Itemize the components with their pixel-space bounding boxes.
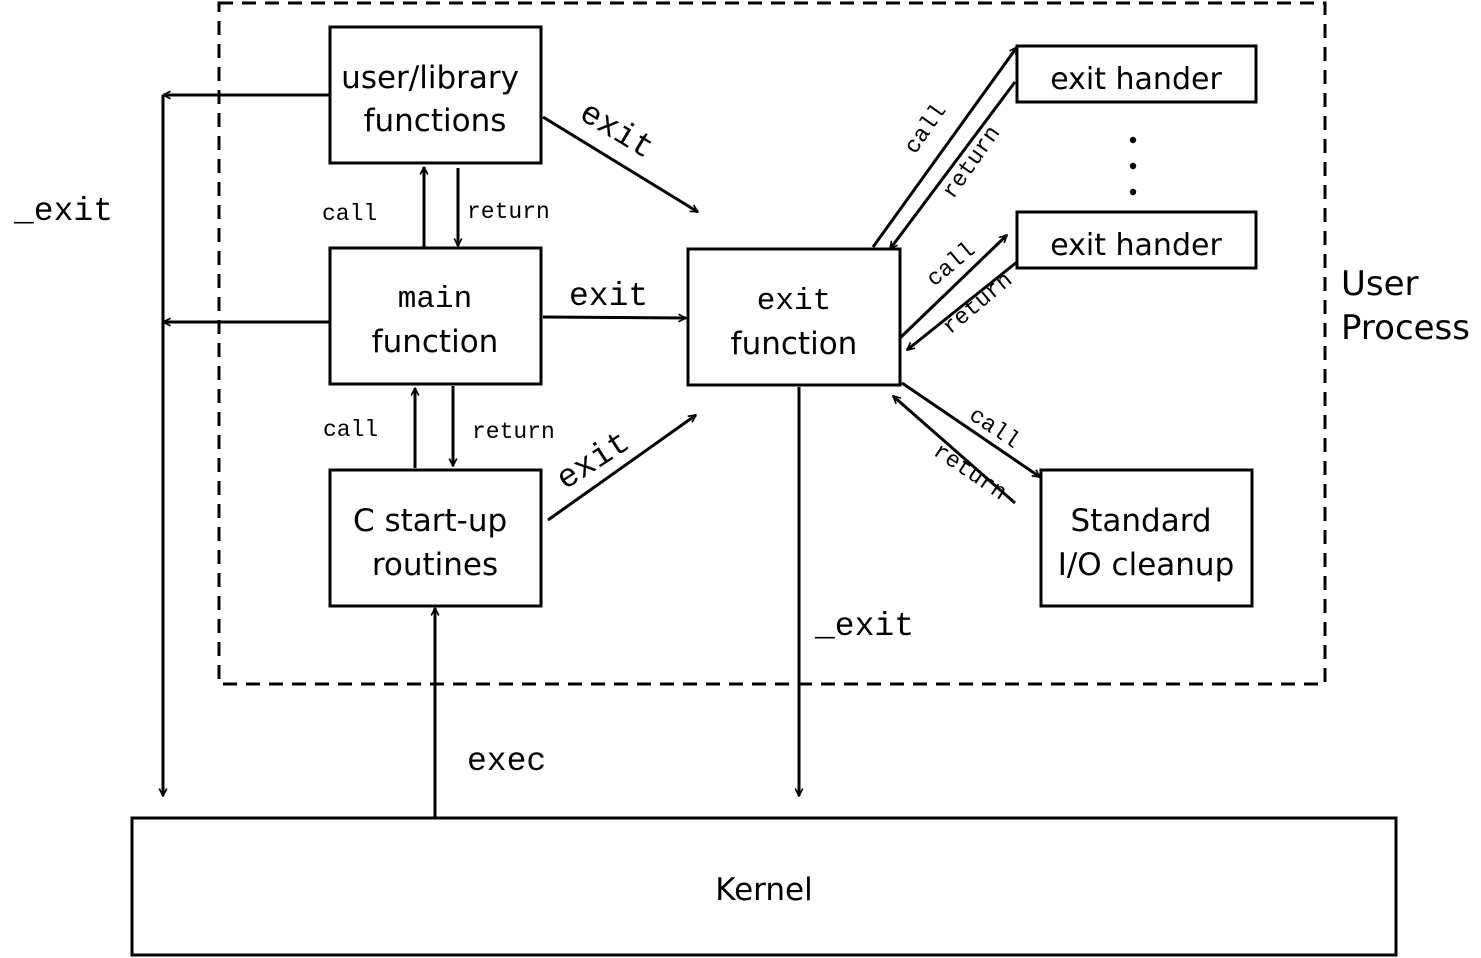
svg-text:function: function — [372, 324, 499, 360]
return-arrow-handler-1 — [888, 81, 1017, 249]
return-arrow-stdio — [893, 396, 1016, 505]
exit-arrow-from-lib — [542, 115, 698, 214]
exit-handler-box-2: exit hander — [1015, 210, 1258, 270]
return-arrow-handler-2 — [907, 260, 1018, 352]
c-startup-routines-box: C start-up routines — [328, 468, 543, 608]
svg-text:exit hander: exit hander — [1050, 228, 1222, 263]
kernel-box: Kernel — [130, 816, 1398, 957]
user-process-region — [217, 1, 1327, 686]
call-label-main: call — [323, 417, 378, 443]
ellipsis-dots — [1129, 136, 1137, 196]
left-exit-path — [163, 95, 330, 796]
return-label-lib: return — [467, 199, 550, 225]
user-library-functions-box: user/library functions — [328, 25, 543, 165]
exit-handler-box-1: exit hander — [1015, 44, 1258, 104]
call-label-lib: call — [322, 201, 377, 227]
call-arrow-handler-2 — [898, 235, 1007, 340]
underscore-exit-left-label: _exit — [13, 193, 113, 230]
main-function-box: main function — [328, 246, 543, 386]
call-arrow-stdio — [901, 381, 1040, 479]
user-process-label: User Process — [1341, 264, 1470, 348]
exit-arrow-from-startup — [547, 413, 696, 522]
exit-label-main: exit — [569, 278, 648, 315]
svg-text:C start-up routines: C start-up routines — [353, 503, 517, 583]
exec-label: exec — [467, 743, 546, 780]
svg-text:Standard I/O cleanup: Standard I/O cleanup — [1058, 503, 1235, 583]
return-label-handler-1: return — [937, 121, 1006, 204]
svg-text:function: function — [731, 326, 858, 362]
svg-text:user/library functions: user/library functions — [341, 60, 529, 139]
exit-arrow-from-main — [542, 317, 686, 318]
svg-text:exit: exit — [757, 284, 831, 319]
svg-text:main: main — [398, 282, 472, 317]
exit-label-lib: exit — [573, 95, 660, 168]
call-arrow-handler-1 — [871, 47, 1019, 248]
svg-text:Kernel: Kernel — [715, 872, 812, 908]
return-label-main: return — [472, 419, 555, 445]
svg-text:exit hander: exit hander — [1050, 62, 1222, 97]
standard-io-cleanup-box: Standard I/O cleanup — [1039, 468, 1254, 608]
call-label-handler-2: call — [922, 237, 981, 292]
exit-function-box: exit function — [686, 247, 902, 387]
underscore-exit-center-label: _exit — [814, 608, 914, 645]
